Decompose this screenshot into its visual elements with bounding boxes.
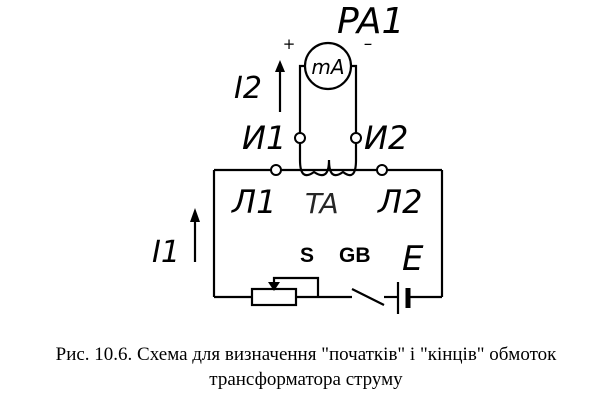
ammeter-minus-sign: – [364,34,373,54]
current-i2-arrowhead [275,60,285,72]
rheostat-slider-wire [272,276,320,297]
rheostat-slider-arrow [268,282,280,291]
current-arrows [190,60,285,262]
label-battery: GB [339,244,371,267]
secondary-winding-coils [298,138,358,177]
circuit-diagram: mA + – PA1 I2 И1 И2 Л1 TA Л2 I1 S GB E [152,1,444,314]
label-current-i1: I1 [152,235,180,270]
terminal-i2 [350,132,362,144]
ammeter-plus-sign: + [283,35,296,53]
rheostat [250,276,320,307]
ammeter-symbol: mA [311,55,344,79]
figure-caption: Рис. 10.6. Схема для визначення "початкі… [0,342,612,392]
rheostat-body [250,287,298,307]
label-secondary-end: И2 [364,119,408,157]
caption-line-1: Рис. 10.6. Схема для визначення "початкі… [55,344,557,365]
label-transformer: TA [305,187,339,220]
terminal-l1 [270,164,282,176]
transformer-ta [270,138,388,177]
caption-line-2: трансформатора струму [209,369,403,390]
ammeter-designator: PA1 [337,1,404,42]
secondary-right-wire [352,64,358,133]
label-primary-end: Л2 [377,183,422,221]
terminal-i1 [294,132,306,144]
current-i1-arrowhead [190,208,200,222]
ammeter-circle [303,41,353,91]
label-secondary-start: И1 [242,119,286,157]
switch-s [351,288,394,306]
label-primary-start: Л1 [231,183,276,221]
primary-circuit [212,168,444,299]
secondary-left-wire [298,64,304,133]
secondary-circuit: mA + – PA1 [283,1,404,144]
label-current-i2: I2 [234,71,262,106]
label-switch: S [300,244,314,267]
terminal-l2 [376,164,388,176]
switch-blade [351,288,385,306]
battery-gb [394,282,411,314]
label-emf: E [402,239,424,279]
